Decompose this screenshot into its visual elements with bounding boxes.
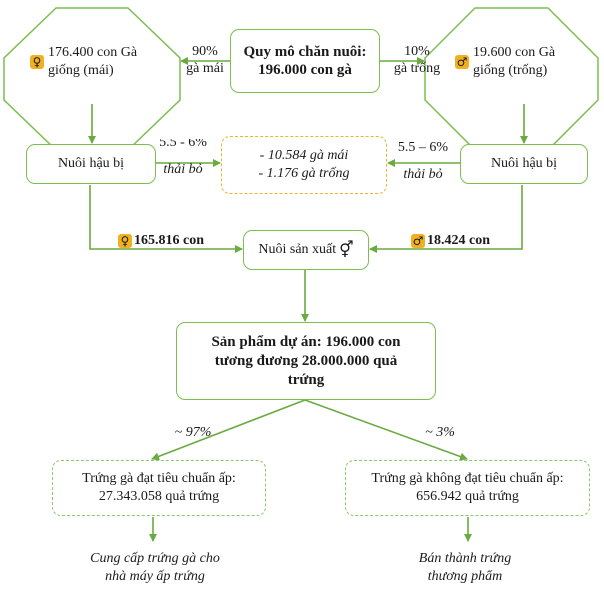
left-cull-text: thải bỏ [163,162,203,177]
female-symbol-icon: ♀ [118,233,132,248]
female-split-label: 90% gà mái [176,43,234,77]
left-branch-pct: ~ 97% [174,425,212,440]
scale-box: Quy mô chăn nuôi: 196.000 con gà [230,29,380,93]
male-symbol-icon: ♂ [455,55,469,69]
commercial-line2: thương phẩm [427,569,503,584]
rearing-box-male: Nuôi hậu bị [460,144,588,184]
eggs-ok-line2: 27.343.058 quả trứng [98,489,220,504]
arrow-to-eggs-not-ok [304,399,468,461]
male-flow-count: ♂ 18.424 con [411,232,490,249]
commercial-line1: Bán thành trứng [418,551,512,566]
female-split-pct: 90% [192,44,218,59]
cull-box: - 10.584 gà mái - 1.176 gà trống [221,136,387,194]
rearing-box-female: Nuôi hậu bị [26,144,156,184]
hatchery-line1: Cung cấp trứng gà cho [90,551,220,566]
commercial-outcome: Bán thành trứng thương phẩm [395,550,535,586]
cull-male: - 1.176 gà trống [258,166,350,181]
male-split-text: gà trống [393,61,441,76]
rearing-male-label: Nuôi hậu bị [490,156,558,171]
arrow-to-eggs-ok [151,399,306,461]
right-cull-text: thải bỏ [403,167,443,182]
left-cull-label: 5.5 - 6% thải bỏ [150,139,216,178]
product-line3: trứng [287,371,325,388]
right-branch-pct: ~ 3% [425,425,455,440]
right-cull-rate: 5.5 – 6% [397,140,449,155]
female-split-text: gà mái [186,61,224,76]
female-source-line2: giống (mái) [48,63,114,78]
rearing-female-label: Nuôi hậu bị [57,156,125,171]
eggs-ok-box: Trứng gà đạt tiêu chuẩn ấp: 27.343.058 q… [52,460,266,516]
arrow-female-to-production [89,185,243,253]
eggs-not-ok-box: Trứng gà không đạt tiêu chuẩn ấp: 656.94… [345,460,590,516]
hatchery-line2: nhà máy ấp trứng [105,569,205,584]
hatchery-outcome: Cung cấp trứng gà cho nhà máy ấp trứng [70,550,240,586]
scale-title-line2: 196.000 con gà [258,62,352,78]
female-source-line1: 176.400 con Gà [48,45,138,60]
production-label: Nuôi sản xuất [258,242,337,257]
left-cull-rate: 5.5 - 6% [159,139,207,150]
female-source: ♀ 176.400 con Gà giống (mái) [30,44,170,80]
male-source-line2: giống (trống) [473,63,548,78]
male-source-line1: 19.600 con Gà [473,45,556,60]
male-split-pct: 10% [404,44,430,59]
eggs-ok-line1: Trứng gà đạt tiêu chuẩn ấp: [82,471,236,486]
cull-female: - 10.584 gà mái [259,148,349,163]
male-female-icon: ⚥ [339,240,354,259]
scale-title-line1: Quy mô chăn nuôi: [243,44,367,60]
female-source-text: 176.400 con Gà giống (mái) [48,44,137,80]
male-flow-value: 18.424 con [427,233,490,248]
male-source: ♂ 19.600 con Gà giống (trống) [455,44,595,80]
right-cull-label: 5.5 – 6% thải bỏ [390,139,456,183]
product-line2: tương đương 28.000.000 quả [214,352,398,369]
female-symbol-icon: ♀ [30,55,44,69]
eggs-not-ok-line1: Trứng gà không đạt tiêu chuẩn ấp: [371,471,564,486]
male-source-text: 19.600 con Gà giống (trống) [473,44,555,80]
product-box: Sản phẩm dự án: 196.000 con tương đương … [176,322,436,400]
product-line1: Sản phẩm dự án: 196.000 con [211,333,401,350]
arrow-male-to-production [369,185,523,253]
female-flow-count: ♀ 165.816 con [118,232,204,249]
eggs-not-ok-line2: 656.942 quả trứng [416,489,519,504]
male-split-label: 10% gà trống [382,43,452,77]
male-symbol-icon: ♂ [411,233,425,248]
production-box: Nuôi sản xuất ⚥ [243,230,369,270]
female-flow-value: 165.816 con [134,233,204,248]
